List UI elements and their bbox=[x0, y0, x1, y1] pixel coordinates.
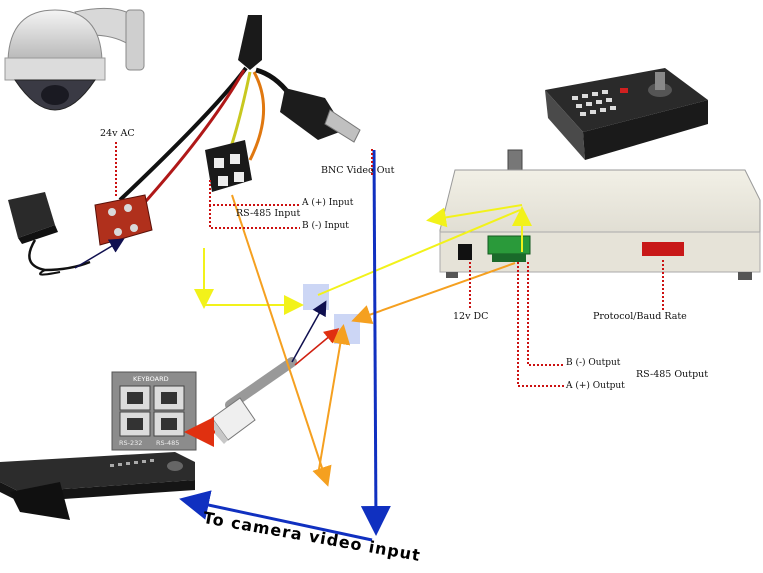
video-output-path bbox=[179, 149, 391, 542]
junction-box-left bbox=[303, 284, 329, 310]
ac-power-adapter bbox=[8, 192, 91, 276]
b-input-label: B (-) Input bbox=[302, 221, 349, 231]
ac-power-label: 24v AC bbox=[100, 128, 135, 139]
adapter-arrow-dark bbox=[74, 238, 125, 269]
camera-cable-bundle bbox=[118, 15, 361, 212]
a-output-label: A (+) Output bbox=[566, 381, 625, 391]
rs485-port-label: RS-485 bbox=[156, 439, 180, 447]
ptz-keyboard-controller bbox=[545, 68, 708, 160]
dome-camera bbox=[4, 7, 145, 111]
rs485-input-label: RS-485 Input bbox=[236, 208, 301, 219]
bnc-video-out-label: BNC Video Out bbox=[321, 165, 395, 176]
junction-box-right bbox=[334, 314, 360, 344]
receiver-box bbox=[439, 149, 761, 280]
orange-wire-path bbox=[231, 194, 516, 487]
rs485-output-label: RS-485 Output bbox=[636, 369, 709, 380]
yellow-wire-path bbox=[194, 204, 532, 315]
ac-terminal-block bbox=[94, 194, 153, 246]
b-output-label: B (-) Output bbox=[566, 358, 621, 368]
dvr-recorder bbox=[0, 452, 195, 520]
rj45-cable bbox=[206, 357, 297, 444]
port-panel-title: KEYBOARD bbox=[133, 375, 169, 383]
data-arrow-navy bbox=[291, 300, 327, 363]
protocol-baud-label: Protocol/Baud Rate bbox=[593, 311, 687, 322]
callout-lines bbox=[115, 142, 664, 387]
dc-power-label: 12v DC bbox=[453, 311, 489, 322]
a-input-label: A (+) Input bbox=[302, 198, 354, 208]
rs485-terminal-block bbox=[205, 140, 252, 192]
data-arrow-red bbox=[294, 328, 340, 366]
rs232-port-label: RS-232 bbox=[119, 439, 143, 447]
keyboard-port-panel bbox=[111, 371, 197, 451]
